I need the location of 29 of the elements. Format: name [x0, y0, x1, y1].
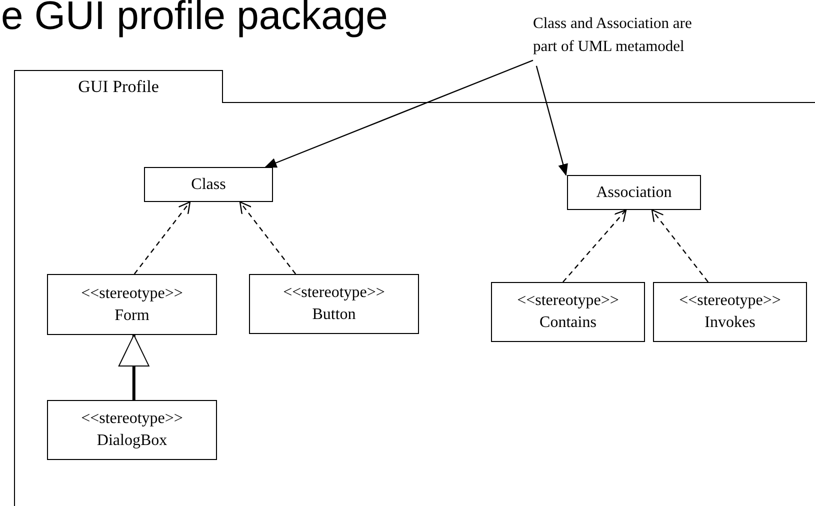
stereotype-label: <<stereotype>> — [81, 284, 183, 304]
class-name: Invokes — [704, 313, 756, 333]
class-box — [491, 282, 645, 342]
stereotype-label: <<stereotype>> — [517, 291, 619, 311]
class-name: Association — [596, 182, 672, 202]
dependency-arrow — [134, 201, 191, 274]
dependency-arrow — [239, 201, 296, 274]
package-tab: GUI Profile — [14, 70, 223, 103]
dependency-arrow — [562, 209, 627, 282]
arrow — [264, 60, 534, 168]
generalization-arrow — [118, 334, 150, 400]
stereotype-label: <<stereotype>> — [283, 283, 385, 303]
note-text: Class and Association are part of UML metamodel — [533, 12, 705, 82]
stereotype-label: <<stereotype>> — [81, 409, 183, 429]
class-box — [249, 274, 419, 334]
class-name: Class — [191, 174, 226, 194]
class-name: Button — [312, 305, 356, 325]
class-box — [47, 400, 217, 460]
class-name: Contains — [540, 313, 596, 333]
class-name: DialogBox — [96, 431, 168, 451]
class-box — [144, 167, 273, 202]
arrow — [536, 66, 568, 176]
class-box — [567, 175, 701, 210]
dependency-arrow — [651, 209, 709, 282]
class-name: Form — [114, 306, 150, 326]
stereotype-label: <<stereotype>> — [679, 291, 781, 311]
title: e GUI profile package — [1, 0, 388, 39]
class-box — [653, 282, 807, 342]
class-box — [47, 274, 217, 335]
